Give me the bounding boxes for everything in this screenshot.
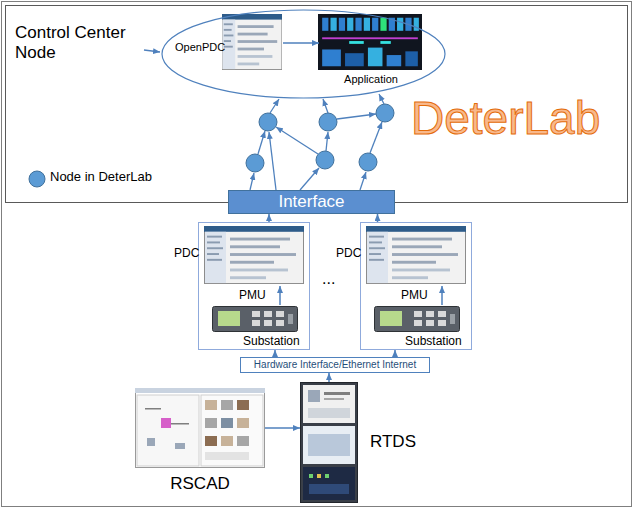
substation-box: PDCPMUSubstation	[198, 222, 310, 350]
network-arrow	[258, 131, 265, 154]
ellipsis-label: ...	[322, 270, 335, 288]
rtds-box: RTDS	[300, 382, 358, 503]
application-screenshot	[318, 14, 422, 70]
device-label: PDC	[336, 247, 361, 261]
network-arrow	[326, 132, 328, 151]
pdc-screenshot	[366, 226, 466, 284]
interface-box: Interface	[228, 190, 395, 214]
pmu-device	[213, 307, 298, 332]
device-label: RTDS	[370, 432, 416, 452]
region-title: DeterLab	[411, 92, 600, 145]
network-arrow	[323, 99, 328, 113]
screenshot-label: Application	[319, 73, 423, 86]
legend-text: Node in DeterLab	[50, 170, 152, 185]
ellipse-outline	[161, 9, 446, 99]
network-arrow	[360, 172, 366, 190]
device-label: PMU	[401, 289, 428, 303]
screenshot-label: OpenPDC	[175, 41, 225, 54]
device-label: RSCAD	[135, 474, 265, 494]
control-center-ellipse: Control Center NodeOpenPDCApplication	[161, 9, 446, 99]
leader-arrow	[144, 50, 160, 52]
application-box: Application	[319, 15, 423, 71]
network-arrows	[250, 94, 384, 190]
substation-box: PDCPMUSubstation	[360, 222, 472, 350]
network-arrow	[370, 122, 382, 153]
device-label: PDC	[174, 247, 199, 261]
legend-symbol	[28, 170, 46, 188]
connector-arrow	[377, 214, 379, 222]
pdc-screenshot	[204, 226, 304, 284]
box-label: Hardware Interface/Ethernet Internet	[241, 358, 429, 372]
connector-arrow	[274, 350, 276, 357]
deterlab-nodes	[246, 104, 394, 172]
network-arrow	[379, 94, 384, 104]
connector-arrow	[268, 214, 270, 222]
rscad-box: RSCAD	[135, 388, 265, 468]
node-label: Control Center Node	[15, 23, 143, 62]
hardware-interface-box: Hardware Interface/Ethernet Internet	[240, 357, 430, 373]
network-arrow	[276, 127, 318, 154]
network-arrow	[269, 132, 276, 190]
device-label: PMU	[239, 289, 266, 303]
device-label: Substation	[243, 335, 300, 349]
internal-arrow	[279, 286, 281, 305]
device-label: Substation	[405, 335, 462, 349]
connector-arrow	[328, 373, 330, 382]
network-node	[376, 104, 394, 122]
legend-symbol	[29, 171, 45, 187]
network-arrow	[337, 114, 376, 119]
network-node	[246, 154, 264, 172]
ellipse-outline	[162, 10, 445, 98]
connector-arrow	[265, 427, 300, 429]
network-arrow	[300, 168, 319, 190]
internal-arrow	[441, 286, 443, 305]
connector-arrow	[283, 42, 319, 44]
rscad-screenshot	[135, 388, 265, 468]
rtds-rack	[301, 383, 358, 503]
network-arrow	[270, 99, 279, 113]
network-arrow	[250, 173, 254, 190]
openpdc-box: OpenPDC	[223, 15, 283, 71]
openpdc-screenshot	[222, 14, 282, 70]
box-label: Interface	[229, 191, 394, 213]
network-node	[259, 113, 277, 131]
pmu-device	[375, 307, 460, 332]
connector-arrow	[394, 350, 396, 357]
network-node	[319, 113, 337, 131]
network-node	[316, 151, 334, 169]
network-node	[359, 153, 377, 171]
